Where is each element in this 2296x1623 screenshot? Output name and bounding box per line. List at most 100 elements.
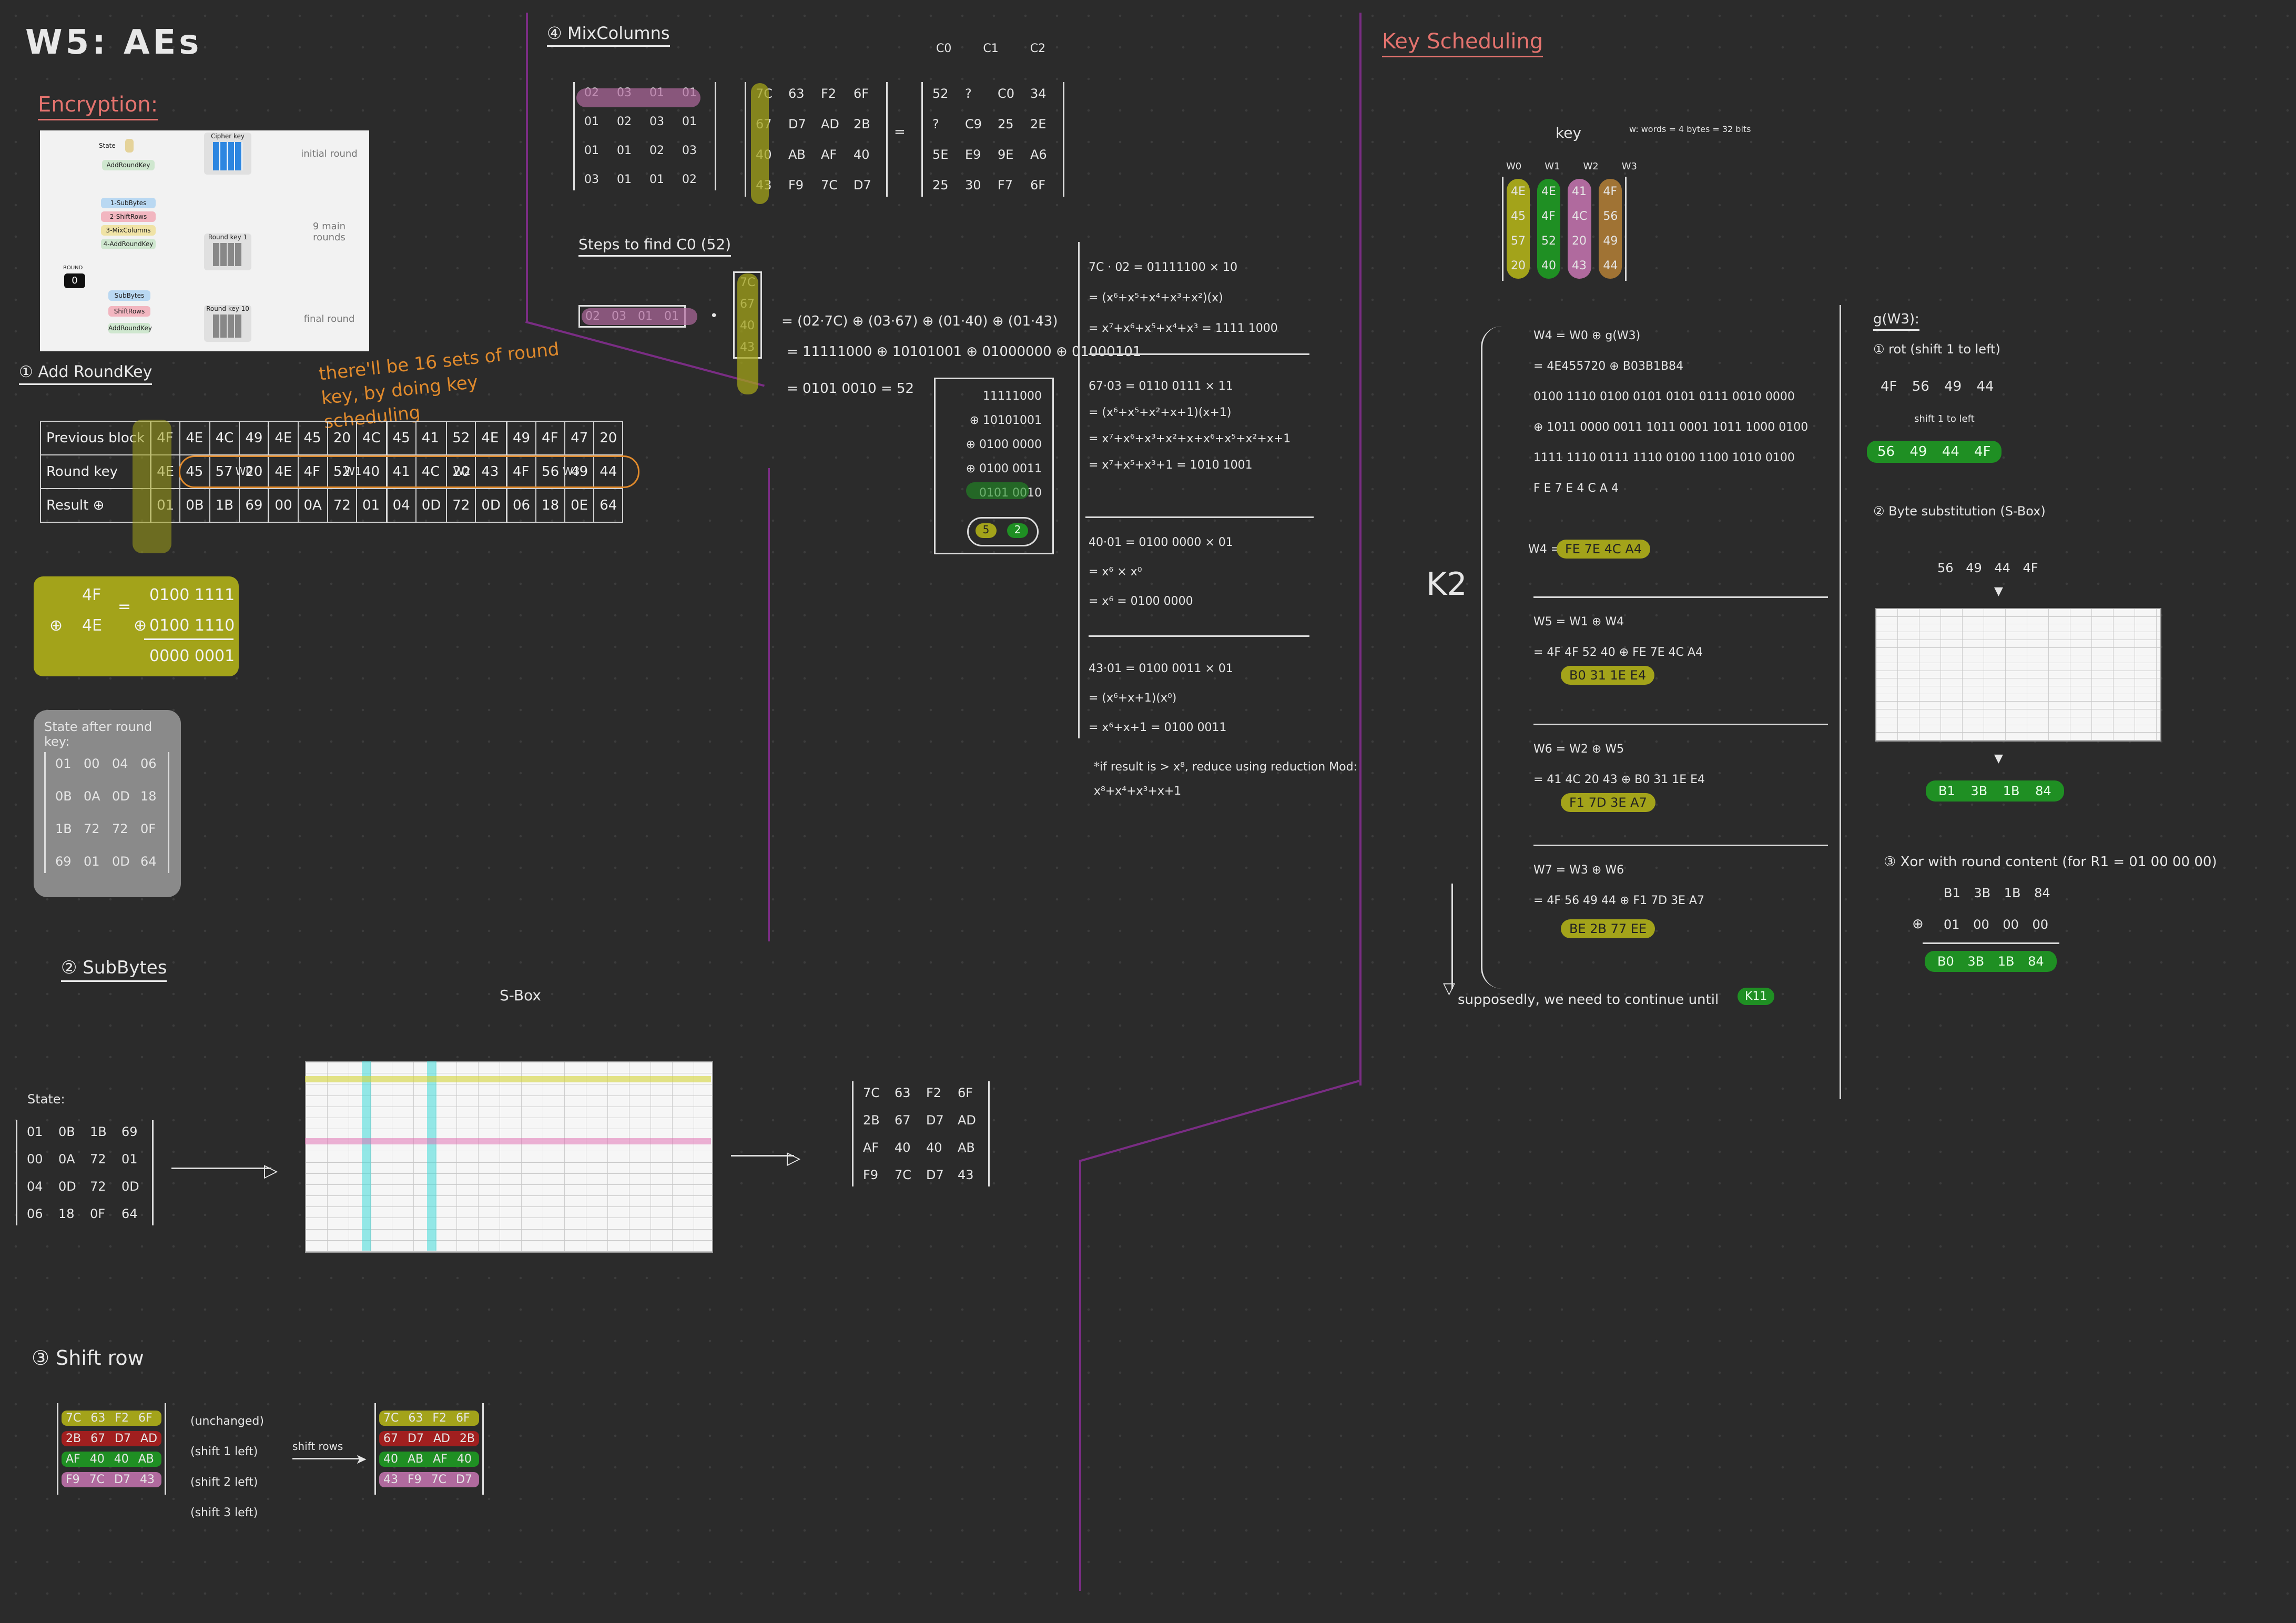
matrix-cell: 40: [456, 1453, 472, 1466]
table-cell: 56: [535, 454, 566, 489]
sbox-row: [306, 1196, 712, 1208]
matrix-cell: D7: [408, 1432, 424, 1445]
sbox-row: [1876, 632, 2160, 640]
matrix-cell: 2E: [1030, 117, 1047, 131]
xor-example: 4F = 0100 1111 ⊕ 4E ⊕ 0100 1110 0000 000…: [34, 576, 239, 676]
reduction-note: *if result is > x⁸, reduce using reducti…: [1094, 760, 1358, 798]
work-line: = x⁶ = 0100 0000: [1089, 595, 1193, 608]
g-step1-arrow-label: shift 1 to left: [1914, 413, 1975, 424]
matrix-cell: F2: [821, 86, 837, 101]
sbox-column-highlight: [362, 1061, 371, 1251]
table-cell: 72: [327, 488, 357, 523]
arrow-head-icon: ▼: [1994, 752, 2003, 765]
table-cell: 4E: [475, 421, 507, 455]
matrix-cell: 01: [121, 1152, 138, 1166]
shift-note: (shift 2 left): [190, 1476, 258, 1489]
divider: [1533, 845, 1828, 846]
work-line: = (x⁶+x+1)(x⁰): [1089, 692, 1177, 705]
matrix-cell: 72: [90, 1152, 106, 1166]
sum-line: 11111000: [983, 390, 1042, 403]
sbox-row: [1876, 616, 2160, 625]
table-cell: 52: [327, 454, 357, 489]
divider: [1081, 1080, 1359, 1162]
table-cell: 47: [564, 421, 595, 455]
matrix-cell: D7: [115, 1432, 131, 1445]
sbox-row: [306, 1184, 712, 1196]
word-header: W1: [1545, 161, 1560, 172]
matrix-cell: AB: [138, 1453, 154, 1466]
matrix-cell: AD: [140, 1432, 158, 1445]
matrix-cell: 7C: [66, 1412, 82, 1425]
table-row: Result ⊕010B1B69000A7201040D720D06180E64: [40, 488, 624, 523]
matrix-cell: 40: [89, 1453, 105, 1466]
divider: [1078, 242, 1080, 738]
matrix-cell: 40: [114, 1453, 129, 1466]
table-cell: 1B: [209, 488, 240, 523]
table-cell: 20: [327, 421, 357, 455]
matrix-cell: D7: [854, 178, 871, 192]
table-cell: 20: [239, 454, 269, 489]
divider: [526, 13, 528, 323]
derivation-line: F E 7 E 4 C A 4: [1533, 482, 1619, 495]
matrix-cell: 63: [788, 86, 805, 101]
matrix-cell: 0D: [121, 1179, 139, 1194]
sbox-row: [1876, 733, 2160, 741]
row-highlight: [582, 308, 697, 325]
work-7c-02: 7C · 02 = 01111100 × 10= (x⁶+x⁵+x⁴+x³+x²…: [1089, 252, 1278, 344]
matrix-cell: 40: [895, 1140, 911, 1155]
key-byte: 56: [1603, 210, 1618, 223]
state-title: State after round key:: [44, 719, 153, 749]
matrix-cell: 67: [383, 1432, 398, 1445]
divider: [1533, 596, 1828, 598]
xor-result-bin: 0000 0001: [149, 647, 235, 665]
matrix-cell: 6F: [1030, 178, 1046, 192]
key-grid-icon: [213, 315, 242, 338]
matrix-cell: AF: [66, 1453, 80, 1466]
divider: [1085, 516, 1314, 518]
matrix-cell: 0D: [58, 1179, 76, 1194]
key-byte: 40: [1541, 259, 1556, 272]
table-cell: 45: [385, 421, 416, 455]
sbox-row-highlight: [305, 1076, 711, 1082]
nibble-high: 5: [976, 523, 997, 538]
matrix-cell: 40: [854, 147, 870, 162]
sbox-row: [1876, 655, 2160, 663]
shift-note: (shift 1 left): [190, 1445, 258, 1458]
matrix-cell: 01: [617, 144, 632, 157]
work-43-01: 43·01 = 0100 0011 × 01= (x⁶+x+1)(x⁰)= x⁶…: [1089, 654, 1233, 743]
matrix-cell: 02: [682, 173, 697, 186]
arrow-head-icon: ▼: [1994, 585, 2003, 598]
w4-result: FE 7E 4C A4: [1557, 540, 1651, 559]
matrix-cell: 02: [617, 115, 632, 128]
column-label: C1: [983, 42, 999, 55]
work-67-03: 67·03 = 0110 0111 × 11= (x⁶+x⁵+x²+x+1)(x…: [1089, 373, 1291, 479]
divider: [1840, 305, 1841, 1099]
binary-sum-box: 11111000⊕ 10101001⊕ 0100 0000⊕ 0100 0011…: [934, 378, 1054, 554]
table-cell: 4F: [535, 421, 566, 455]
matrix-cell: 40: [926, 1140, 942, 1155]
matrix-cell: 67: [90, 1432, 106, 1445]
final-addroundkey: AddRoundKey: [108, 323, 152, 333]
sbox-row: [1876, 663, 2160, 671]
column-label: C2: [1030, 42, 1046, 55]
key-byte: 4E: [1541, 185, 1556, 198]
g-step3: ③ Xor with round content (for R1 = 01 00…: [1884, 854, 2217, 870]
cipher-key-label: Cipher key: [210, 133, 245, 140]
matrix-cell: 01: [584, 115, 599, 128]
matrix-cell: 7C: [431, 1473, 447, 1486]
table-cell: 00: [268, 488, 299, 523]
matrix-cell: F9: [788, 178, 804, 192]
matrix-cell: 01: [84, 854, 100, 869]
work-line: = x⁶ × x⁰: [1089, 565, 1142, 579]
table-cell: 4E: [179, 421, 210, 455]
key-byte: 4E: [1511, 185, 1526, 198]
arrow-head-icon: ▷: [787, 1148, 801, 1169]
matrix-cell: 63: [90, 1412, 106, 1425]
table-cell: 49: [564, 454, 595, 489]
add-round-key-box: AddRoundKey: [102, 160, 155, 170]
